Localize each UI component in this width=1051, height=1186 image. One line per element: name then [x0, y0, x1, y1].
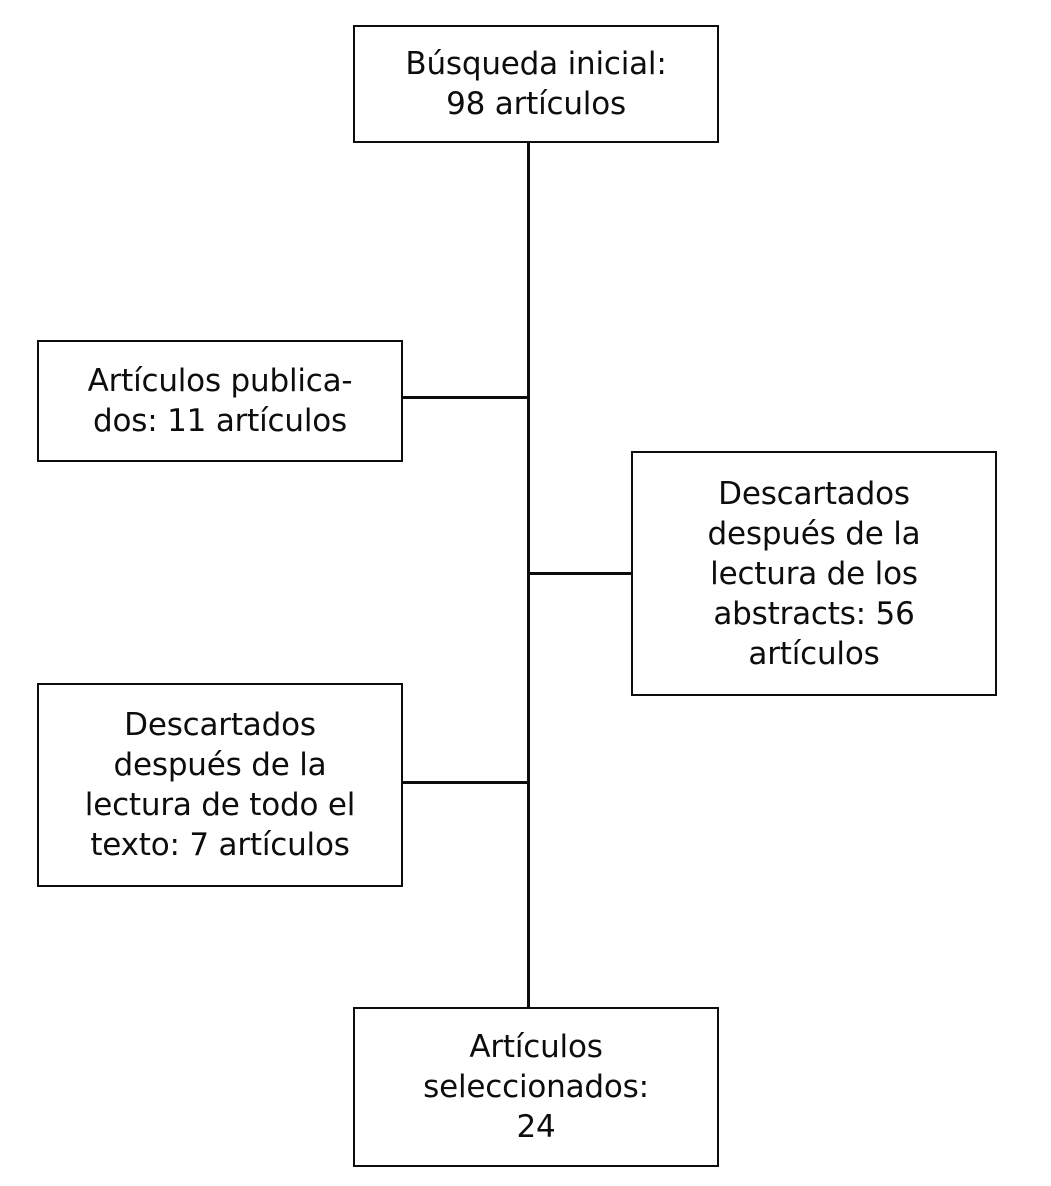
node-initial-search: Búsqueda inicial: 98 artículos	[353, 25, 719, 143]
node-discarded-after-abstracts-label: Descartados después de la lectura de los…	[707, 475, 921, 672]
node-discarded-after-fulltext-label: Descartados después de la lectura de tod…	[84, 707, 356, 863]
edge-to-discarded-fulltext	[401, 781, 529, 784]
node-initial-search-label: Búsqueda inicial: 98 artículos	[405, 46, 667, 122]
edge-to-published-articles	[401, 396, 529, 399]
node-published-articles-label: Artículos publica- dos: 11 artículos	[87, 363, 353, 439]
node-published-articles: Artículos publica- dos: 11 artículos	[37, 340, 403, 462]
edge-main-spine	[527, 141, 530, 1009]
edge-to-discarded-abstracts	[527, 572, 633, 575]
node-selected-articles: Artículos seleccionados: 24	[353, 1007, 719, 1167]
node-discarded-after-fulltext: Descartados después de la lectura de tod…	[37, 683, 403, 887]
node-discarded-after-abstracts: Descartados después de la lectura de los…	[631, 451, 997, 696]
node-selected-articles-label: Artículos seleccionados: 24	[423, 1029, 649, 1145]
